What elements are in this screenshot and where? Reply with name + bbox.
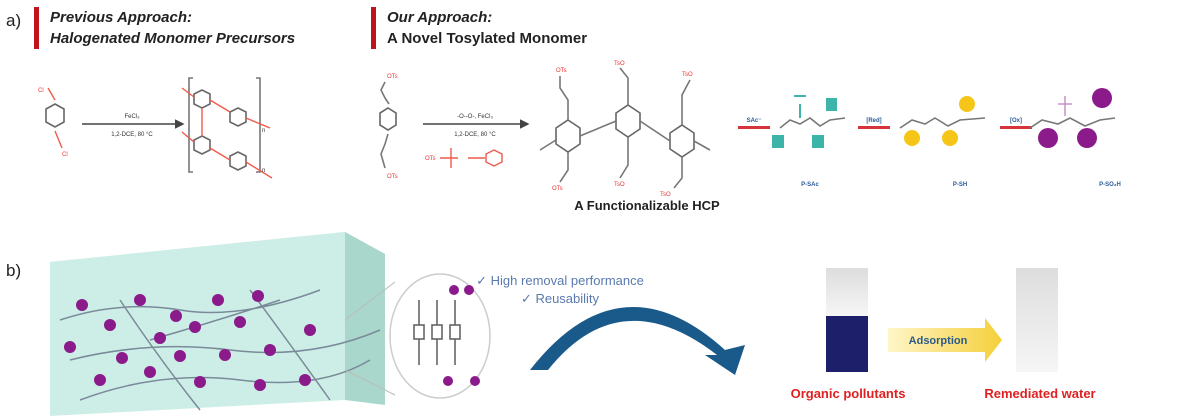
svg-text:TsO: TsO xyxy=(614,182,625,188)
panel-a-label: a) xyxy=(6,11,21,30)
accent-bar xyxy=(371,7,376,49)
accent-bar xyxy=(34,7,39,49)
p-so3h-label: P-SO₃H xyxy=(1099,182,1121,188)
previous-polymer: n n xyxy=(181,77,273,179)
p-sac-label: P-SAc xyxy=(801,182,819,188)
svg-text:SAc⁻: SAc⁻ xyxy=(747,118,762,124)
our-title-2: A Novel Tosylated Monomer xyxy=(387,30,587,47)
vial-pollutants xyxy=(826,268,868,372)
previous-title-2: Halogenated Monomer Precursors xyxy=(50,30,295,47)
svg-text:Cl: Cl xyxy=(62,152,68,158)
p-sh-label: P-SH xyxy=(953,182,967,188)
svg-text:Adsorption: Adsorption xyxy=(909,335,968,347)
functionalizable-hcp: OTs TsO TsO OTs TsO TsO xyxy=(539,61,711,198)
tosylate-structure: OTs xyxy=(425,148,503,168)
polymer-block xyxy=(50,232,385,416)
svg-text:[Ox]: [Ox] xyxy=(1010,118,1022,124)
svg-text:TsO: TsO xyxy=(682,72,693,78)
svg-text:1,2-DCE, 80 °C: 1,2-DCE, 80 °C xyxy=(454,132,496,138)
zoom-circle xyxy=(344,273,491,399)
svg-text:OTs: OTs xyxy=(552,186,563,192)
dichloroxylene-monomer: Cl Cl xyxy=(38,87,68,158)
svg-text:[Red]: [Red] xyxy=(866,118,881,124)
svg-text:1,2-DCE, 80 °C: 1,2-DCE, 80 °C xyxy=(111,132,153,138)
step-sh: [Red] P-SH xyxy=(858,96,986,188)
svg-text:FeCl₃: FeCl₃ xyxy=(124,114,140,120)
curved-arrow xyxy=(530,307,745,375)
hcp-label: A Functionalizable HCP xyxy=(574,198,720,213)
svg-text:OTs: OTs xyxy=(387,74,398,80)
svg-text:TsO: TsO xyxy=(660,192,671,198)
step-so3h: [Ox] P-SO₃H xyxy=(1000,88,1121,188)
svg-text:Cl: Cl xyxy=(38,88,44,94)
step-sac: SAc⁻ P-SAc xyxy=(738,95,846,188)
svg-text:OTs: OTs xyxy=(387,174,398,180)
our-title-1: Our Approach: xyxy=(387,9,492,26)
svg-text:n: n xyxy=(262,128,265,134)
tosylated-monomer: OTs OTs xyxy=(379,74,398,180)
panel-b-label: b) xyxy=(6,261,21,280)
adsorption-arrow: Adsorption xyxy=(888,318,1002,362)
organic-pollutants-label: Organic pollutants xyxy=(791,386,906,401)
svg-text:n: n xyxy=(262,168,265,174)
vial-remediated xyxy=(1016,268,1058,372)
svg-text:TsO: TsO xyxy=(614,61,625,67)
svg-text:OTs: OTs xyxy=(556,68,567,74)
remediated-water-label: Remediated water xyxy=(984,386,1095,401)
svg-text:OTs: OTs xyxy=(425,156,436,162)
benefit-reusability: ✓ Reusability xyxy=(521,291,600,306)
benefit-performance: ✓ High removal performance xyxy=(476,273,644,288)
svg-text:‑O‑‑O‑, FeCl₃: ‑O‑‑O‑, FeCl₃ xyxy=(457,114,493,120)
previous-title-1: Previous Approach: xyxy=(50,9,192,26)
